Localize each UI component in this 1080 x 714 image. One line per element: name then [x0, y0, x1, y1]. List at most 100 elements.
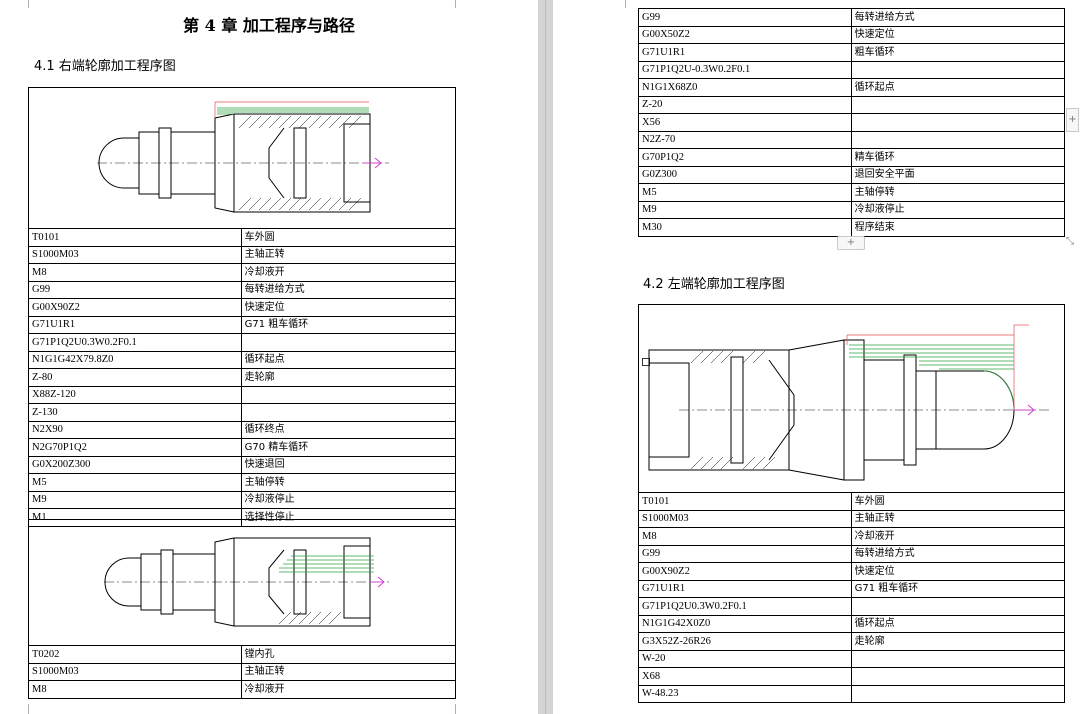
comment-cell[interactable] [850, 95, 1066, 114]
gcode-cell[interactable]: M9 [28, 490, 242, 509]
gcode-cell[interactable]: S1000M03 [28, 662, 242, 681]
comment-cell[interactable] [850, 113, 1066, 132]
comment-cell[interactable] [850, 649, 1066, 668]
gcode-cell[interactable]: T0101 [638, 492, 852, 511]
gcode-cell[interactable]: G71P1Q2U0.3W0.2F0.1 [638, 597, 852, 616]
crop-mark [625, 0, 636, 8]
comment-cell[interactable]: 快速退回 [240, 455, 457, 474]
gcode-cell[interactable]: S1000M03 [28, 245, 242, 264]
gcode-cell[interactable]: G00X90Z2 [638, 562, 852, 581]
gcode-cell[interactable]: G71P1Q2U-0.3W0.2F0.1 [638, 60, 852, 79]
gcode-cell[interactable]: Z-20 [638, 95, 852, 114]
comment-cell[interactable]: 循环起点 [240, 350, 457, 369]
comment-cell[interactable]: 精车循环 [850, 148, 1066, 167]
gcode-cell[interactable]: W-20 [638, 649, 852, 668]
gcode-cell[interactable]: G71U1R1 [638, 579, 852, 598]
gcode-cell[interactable]: G3X52Z-26R26 [638, 632, 852, 651]
add-row-button[interactable]: + [837, 236, 865, 250]
comment-cell[interactable]: 车外圆 [240, 228, 457, 247]
comment-cell[interactable] [850, 60, 1066, 79]
comment-cell[interactable]: 每转进给方式 [240, 280, 457, 299]
section-title-4-1: 4.1 右端轮廓加工程序图 [34, 59, 176, 74]
gcode-cell[interactable]: T0202 [28, 645, 242, 664]
gcode-cell[interactable]: M8 [28, 680, 242, 699]
gcode-cell[interactable]: T0101 [28, 228, 242, 247]
comment-cell[interactable]: 快速定位 [850, 25, 1066, 44]
gcode-cell[interactable]: G99 [638, 8, 852, 27]
gcode-cell[interactable]: G99 [28, 280, 242, 299]
gcode-cell[interactable]: N1G1X68Z0 [638, 78, 852, 97]
comment-cell[interactable]: 主轴正转 [240, 662, 456, 681]
comment-cell[interactable]: 每转进给方式 [850, 544, 1066, 563]
gcode-cell[interactable]: G00X50Z2 [638, 25, 852, 44]
comment-cell[interactable] [240, 403, 457, 422]
gcode-cell[interactable]: M1 [28, 508, 242, 527]
gcode-cell[interactable]: W-48.23 [638, 684, 852, 703]
comment-cell[interactable]: 选择性停止 [240, 508, 457, 527]
comment-cell[interactable]: 循环起点 [850, 614, 1066, 633]
comment-cell[interactable]: 快速定位 [850, 562, 1066, 581]
gcode-cell[interactable]: N2X90 [28, 420, 242, 439]
comment-cell[interactable] [850, 684, 1066, 703]
comment-cell[interactable]: 冷却液停止 [240, 490, 457, 509]
gcode-cell[interactable]: M30 [638, 218, 852, 237]
table-row: Z-20 [638, 95, 1066, 114]
gcode-cell[interactable]: G99 [638, 544, 852, 563]
comment-cell[interactable]: 冷却液开 [240, 680, 456, 699]
gcode-cell[interactable]: X68 [638, 667, 852, 686]
comment-cell[interactable]: 循环终点 [240, 420, 457, 439]
comment-cell[interactable] [850, 597, 1066, 616]
comment-cell[interactable] [240, 333, 457, 352]
comment-cell[interactable] [850, 130, 1066, 149]
table-row: X68 [638, 667, 1066, 686]
gcode-cell[interactable]: N1G1G42X79.8Z0 [28, 350, 242, 369]
comment-cell[interactable]: 冷却液开 [850, 527, 1066, 546]
section-title-4-2: 4.2 左端轮廓加工程序图 [643, 277, 785, 292]
gcode-cell[interactable]: N2Z-70 [638, 130, 852, 149]
comment-cell[interactable]: 走轮廓 [850, 632, 1066, 651]
comment-cell[interactable]: 走轮廓 [240, 368, 457, 387]
gcode-cell[interactable]: G71U1R1 [28, 315, 242, 334]
gcode-cell[interactable]: M5 [638, 183, 852, 202]
comment-cell[interactable]: 循环起点 [850, 78, 1066, 97]
gcode-cell[interactable]: Z-80 [28, 368, 242, 387]
comment-cell[interactable]: 粗车循环 [850, 43, 1066, 62]
gcode-cell[interactable]: N1G1G42X0Z0 [638, 614, 852, 633]
comment-cell[interactable] [850, 667, 1066, 686]
comment-cell[interactable]: 主轴正转 [850, 509, 1066, 528]
gcode-cell[interactable]: G70P1Q2 [638, 148, 852, 167]
gcode-cell[interactable]: G71P1Q2U0.3W0.2F0.1 [28, 333, 242, 352]
gcode-cell[interactable]: X56 [638, 113, 852, 132]
comment-cell[interactable]: 主轴正转 [240, 245, 457, 264]
gcode-cell[interactable]: G00X90Z2 [28, 298, 242, 317]
gcode-cell[interactable]: N2G70P1Q2 [28, 438, 242, 457]
comment-cell[interactable]: 冷却液停止 [850, 200, 1066, 219]
gcode-cell[interactable]: M8 [638, 527, 852, 546]
comment-cell[interactable]: G70 精车循环 [240, 438, 457, 457]
gcode-cell[interactable]: G71U1R1 [638, 43, 852, 62]
comment-cell[interactable]: 退回安全平面 [850, 165, 1066, 184]
comment-cell[interactable]: 冷却液开 [240, 263, 457, 282]
comment-cell[interactable]: 镗内孔 [240, 645, 456, 664]
comment-cell[interactable]: 主轴停转 [240, 473, 457, 492]
gcode-cell[interactable]: X88Z-120 [28, 385, 242, 404]
gcode-cell[interactable]: G0X200Z300 [28, 455, 242, 474]
comment-cell[interactable]: G71 粗车循环 [850, 579, 1066, 598]
table-resize-icon[interactable]: ⤡ [1066, 236, 1074, 247]
comment-cell[interactable] [240, 385, 457, 404]
gcode-cell[interactable]: S1000M03 [638, 509, 852, 528]
comment-cell[interactable]: 车外圆 [850, 492, 1066, 511]
gcode-cell[interactable]: M8 [28, 263, 242, 282]
table-row: G71P1Q2U-0.3W0.2F0.1 [638, 60, 1066, 79]
gcode-cell[interactable]: M5 [28, 473, 242, 492]
comment-cell[interactable]: 程序结束 [850, 218, 1066, 237]
comment-cell[interactable]: G71 粗车循环 [240, 315, 457, 334]
add-column-button[interactable]: + [1066, 108, 1079, 132]
gcode-cell[interactable]: G0Z300 [638, 165, 852, 184]
gcode-cell[interactable]: Z-130 [28, 403, 242, 422]
comment-cell[interactable]: 每转进给方式 [850, 8, 1066, 27]
comment-cell[interactable]: 主轴停转 [850, 183, 1066, 202]
comment-cell[interactable]: 快速定位 [240, 298, 457, 317]
gcode-cell[interactable]: M9 [638, 200, 852, 219]
